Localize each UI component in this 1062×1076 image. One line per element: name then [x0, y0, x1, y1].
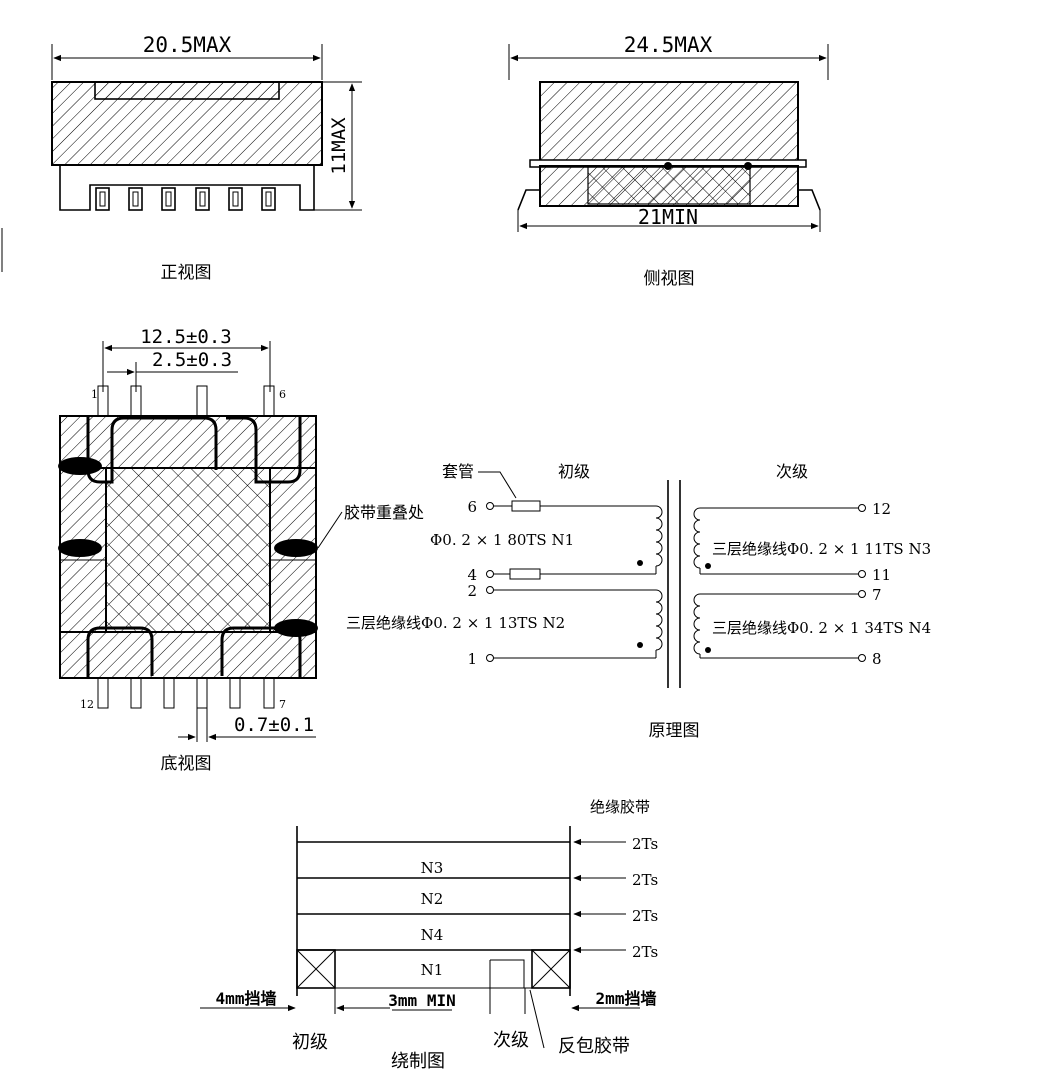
- left-margin-wall: [296, 949, 336, 989]
- pitch-dim: 12.5±0.3: [140, 326, 232, 348]
- sleeve-label: 套管: [442, 462, 474, 481]
- layer-n1: N1: [421, 961, 444, 979]
- schematic-pin-6: 6: [467, 498, 477, 516]
- front-pins: [95, 187, 276, 211]
- front-view-caption: 正视图: [161, 263, 212, 283]
- winding-caption: 绕制图: [391, 1051, 445, 1072]
- n3-spec: 三层绝缘线Φ0. 2 × 1 11TS N3: [712, 540, 931, 558]
- schematic-pin-11: 11: [872, 566, 891, 584]
- side-inner-dim: 21MIN: [638, 205, 698, 229]
- primary-title: 初级: [558, 462, 590, 481]
- layer-n2: N2: [421, 890, 444, 908]
- schematic-caption: 原理图: [649, 721, 700, 741]
- secondary-title: 次级: [776, 462, 808, 481]
- pin-width-dim: 0.7±0.1: [234, 714, 314, 736]
- schematic: 初级 次级 套管 6 Φ0. 2 × 1 80TS N1 4 2 三层绝缘线Φ0…: [346, 462, 931, 741]
- side-width-dim: 24.5MAX: [624, 33, 713, 57]
- front-view: 20.5MAX 11MAX 正视图: [51, 33, 362, 283]
- tape-turns-4: 2Ts: [632, 943, 658, 961]
- insulation-tape-label: 绝缘胶带: [590, 798, 650, 816]
- n4-spec: 三层绝缘线Φ0. 2 × 1 34TS N4: [712, 619, 931, 637]
- side-view: 24.5MAX 21MIN 侧视图: [508, 33, 829, 289]
- bottom-pin-6: 6: [279, 388, 286, 401]
- winding-diagram: 绝缘胶带 2Ts 2Ts 2Ts 2Ts N3 N2 N4 N1 4mm挡墙: [200, 798, 658, 1072]
- right-wall-label: 2mm挡墙: [596, 989, 657, 1008]
- schematic-pin-2: 2: [467, 582, 477, 600]
- schematic-pin-7: 7: [872, 586, 882, 604]
- layer-n4: N4: [421, 926, 444, 944]
- reverse-tape-label: 反包胶带: [558, 1036, 630, 1057]
- schematic-pin-8: 8: [872, 650, 882, 668]
- right-margin-wall: [531, 949, 571, 989]
- tape-turns-1: 2Ts: [632, 835, 658, 853]
- tape-overlap-label: 胶带重叠处: [344, 503, 424, 522]
- front-height-dim: 11MAX: [328, 117, 350, 175]
- bottom-pin-12: 12: [80, 698, 94, 711]
- side-view-caption: 侧视图: [644, 269, 695, 289]
- center-gap-label: 3mm MIN: [388, 991, 455, 1010]
- tape-turns-3: 2Ts: [632, 907, 658, 925]
- front-width-dim: 20.5MAX: [143, 33, 232, 57]
- bottom-view-caption: 底视图: [161, 754, 212, 774]
- schematic-pin-12: 12: [872, 500, 891, 518]
- schematic-pin-4: 4: [467, 566, 477, 584]
- winding-primary-label: 初级: [292, 1032, 328, 1053]
- winding-secondary-label: 次级: [493, 1030, 529, 1051]
- n2-spec: 三层绝缘线Φ0. 2 × 1 13TS N2: [346, 614, 565, 632]
- tape-turns-2: 2Ts: [632, 871, 658, 889]
- layer-n3: N3: [421, 859, 444, 877]
- n1-spec: Φ0. 2 × 1 80TS N1: [430, 531, 574, 549]
- bottom-view: 12.5±0.3 2.5±0.3 1 6: [58, 326, 424, 774]
- bottom-top-pins: [97, 385, 275, 417]
- bottom-pin-1: 1: [91, 388, 98, 401]
- pin-spacing-dim: 2.5±0.3: [152, 349, 232, 371]
- bottom-pin-7: 7: [279, 698, 286, 711]
- schematic-pin-1: 1: [467, 650, 477, 668]
- left-wall-label: 4mm挡墙: [216, 989, 277, 1008]
- bottom-lower-pins: [97, 677, 275, 709]
